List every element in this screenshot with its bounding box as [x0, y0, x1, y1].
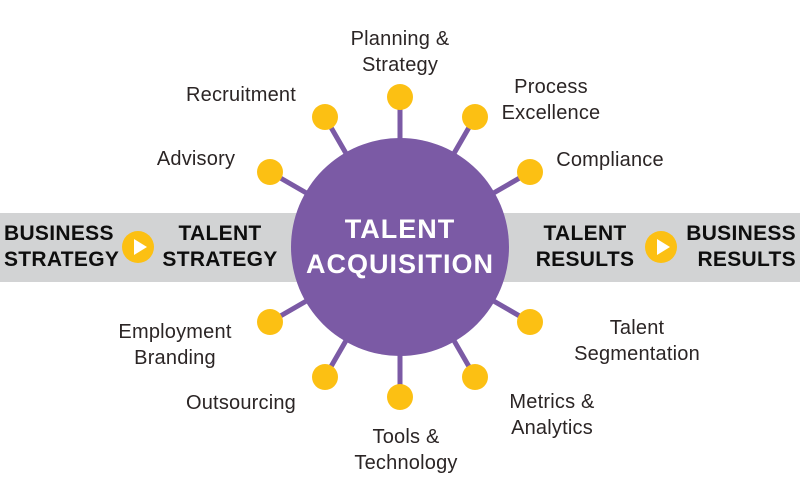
play-triangle-icon	[656, 239, 670, 255]
spoke-dot	[517, 309, 543, 335]
play-triangle-icon	[133, 239, 147, 255]
spoke-dot	[462, 104, 488, 130]
spoke-dot	[257, 159, 283, 185]
spoke-dot	[312, 364, 338, 390]
spoke-label-tools-technology: Tools & Technology	[354, 426, 458, 474]
spoke-label-outsourcing: Outsourcing	[185, 392, 297, 414]
spoke-label-advisory: Advisory	[156, 148, 236, 170]
band-label-talent-results: TALENT RESULTS	[535, 221, 635, 271]
play-icon-right	[645, 231, 677, 263]
spoke-label-planning-strategy: Planning & Strategy	[350, 28, 450, 76]
talent-acquisition-hub: TALENT ACQUISITION	[291, 138, 509, 356]
spoke-dot	[387, 384, 413, 410]
spoke-label-process-excellence: Process Excellence	[501, 76, 601, 124]
spoke-dot	[462, 364, 488, 390]
play-icon-left	[122, 231, 154, 263]
spoke-dots	[257, 84, 543, 410]
spoke-label-metrics-analytics: Metrics & Analytics	[509, 391, 595, 439]
spoke-label-employment-branding: Employment Branding	[118, 321, 232, 369]
spoke-label-compliance: Compliance	[556, 149, 664, 171]
spoke-dot	[517, 159, 543, 185]
band-label-business-results: BUSINESS RESULTS	[686, 221, 796, 271]
spoke-dot	[257, 309, 283, 335]
hub-title: TALENT ACQUISITION	[305, 213, 494, 279]
spoke-label-talent-segmentation: Talent Segmentation	[574, 317, 700, 365]
band-label-talent-strategy: TALENT STRATEGY	[162, 221, 278, 271]
band-label-business-strategy: BUSINESS STRATEGY	[4, 221, 120, 271]
spoke-dot	[312, 104, 338, 130]
spoke-dot	[387, 84, 413, 110]
spoke-label-recruitment: Recruitment	[185, 84, 297, 106]
